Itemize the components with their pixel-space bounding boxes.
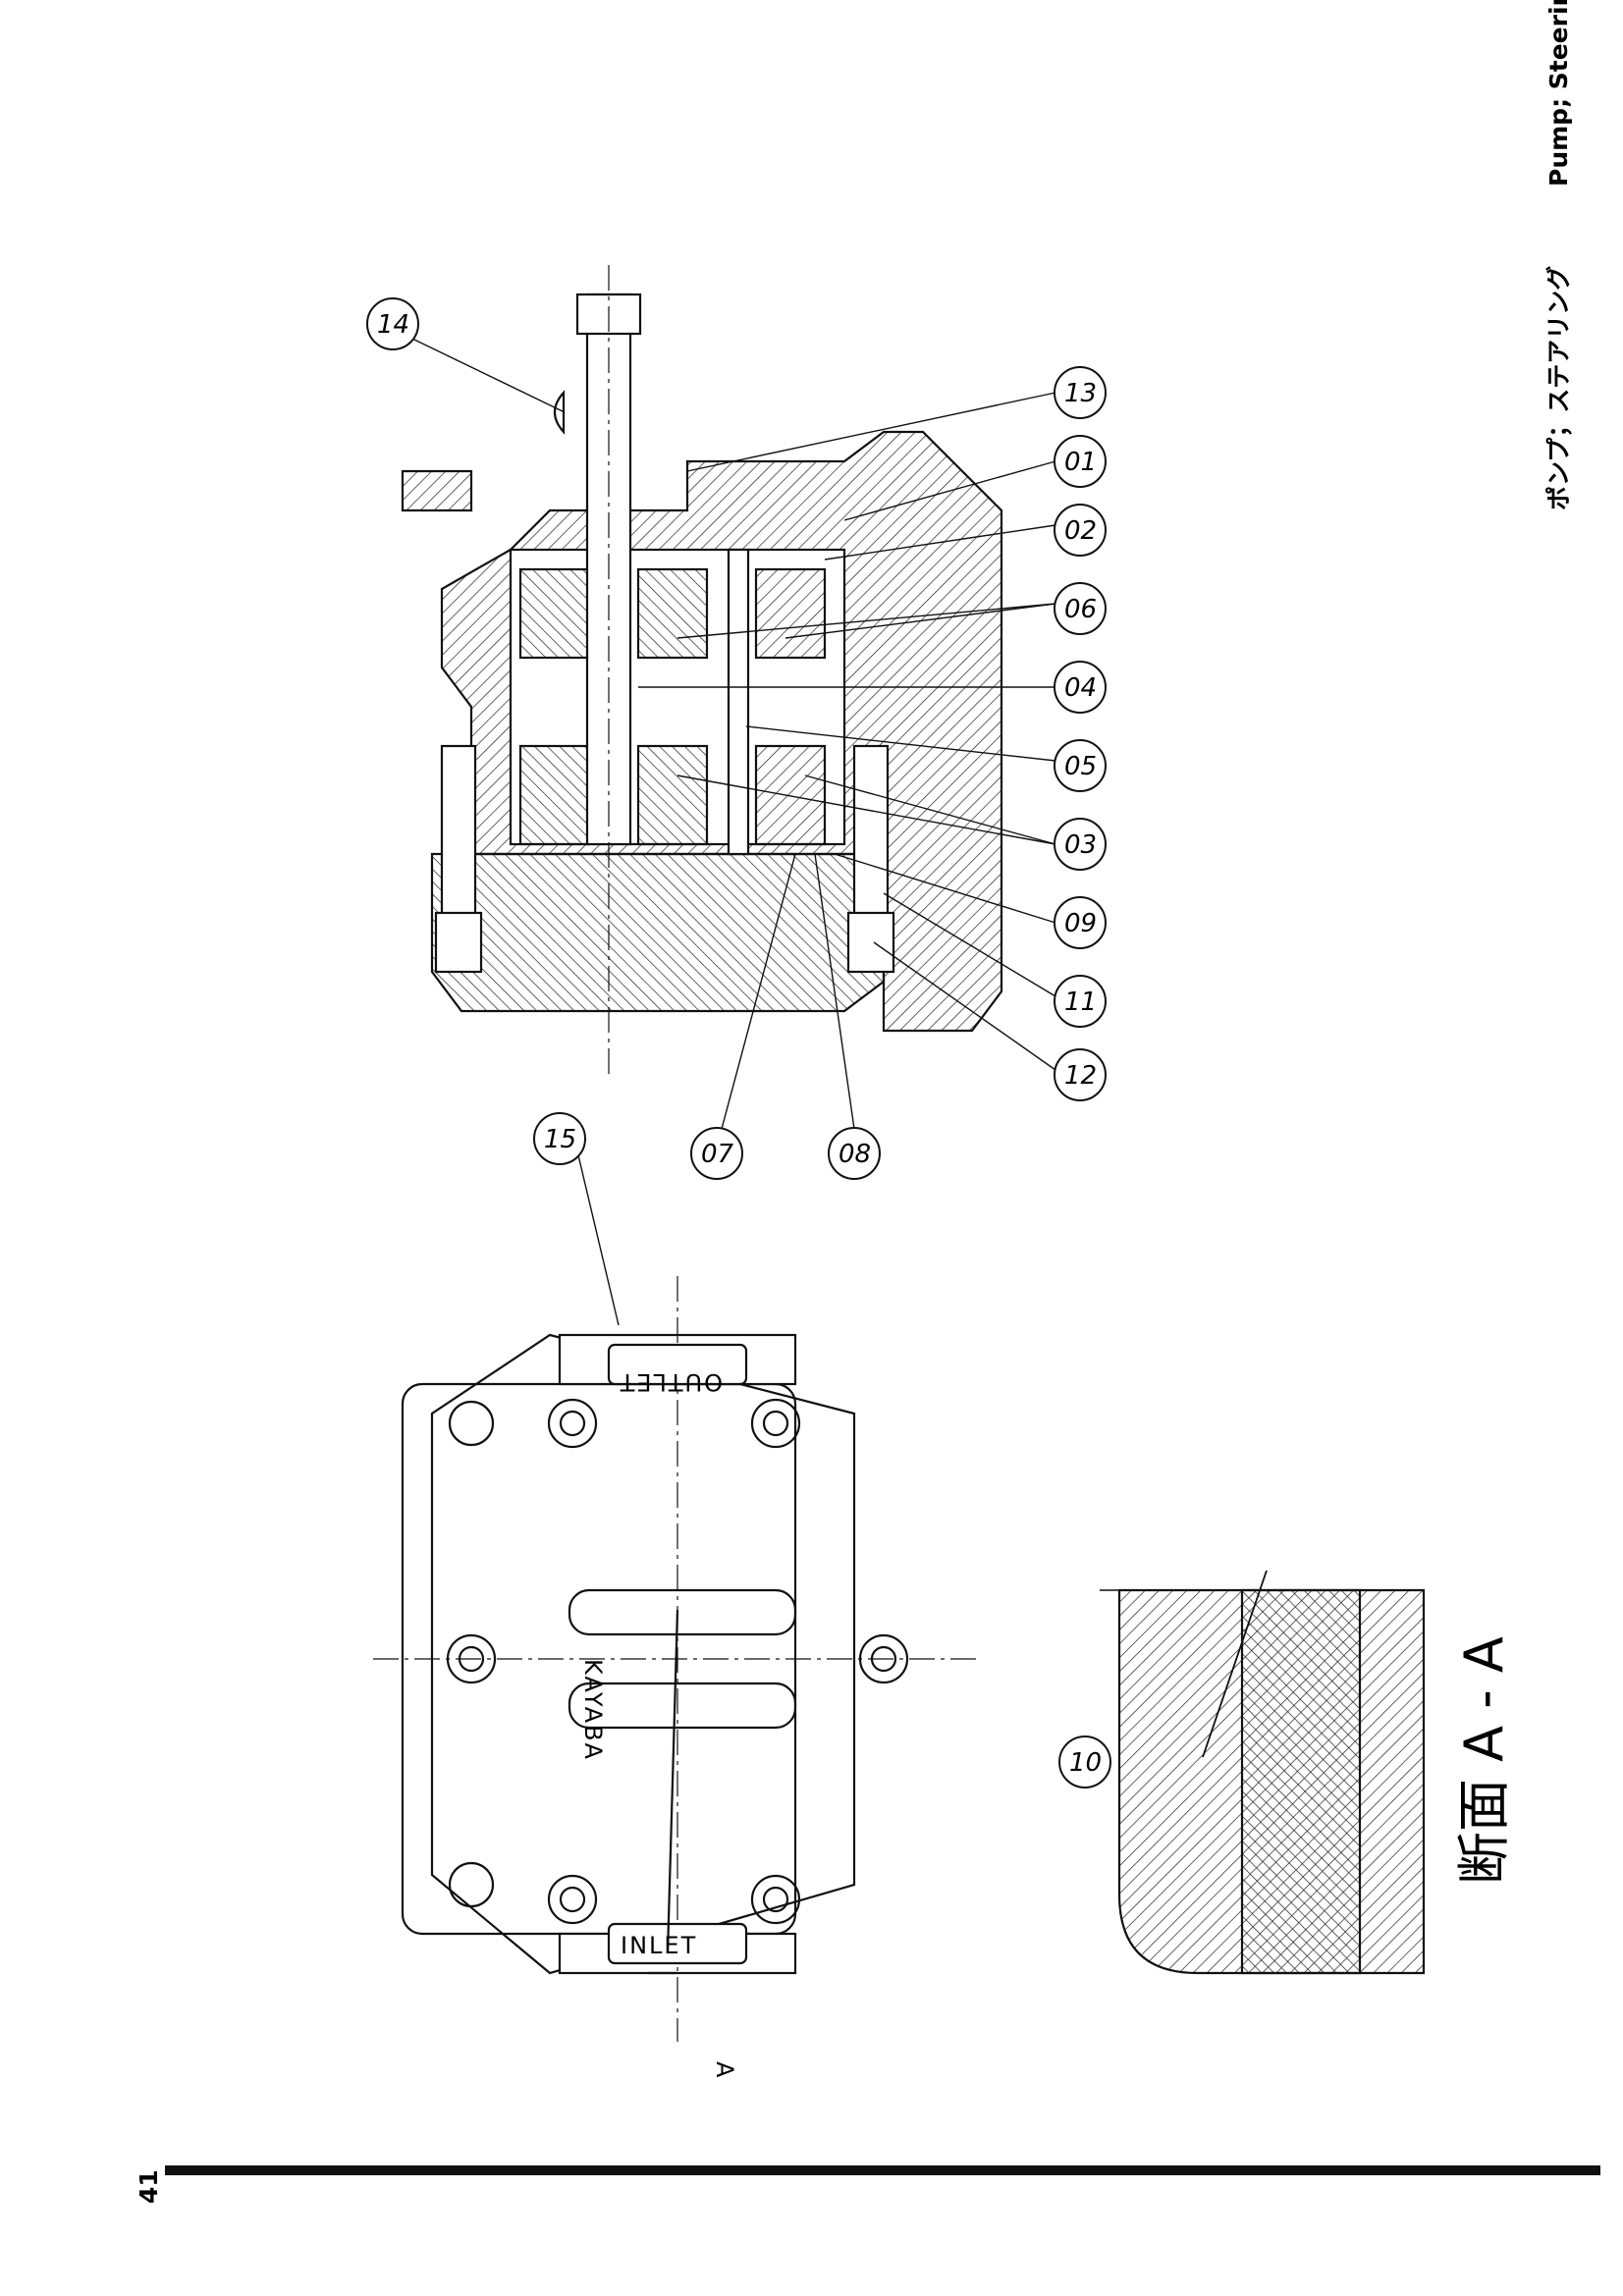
brand-label: KAYABA (579, 1659, 607, 1761)
balloon-11: 11 (1054, 975, 1107, 1028)
svg-text:14: 14 (377, 310, 409, 340)
balloon-14: 14 (366, 297, 419, 350)
section-marker: A (711, 2061, 738, 2079)
svg-text:01: 01 (1064, 448, 1097, 477)
svg-text:15: 15 (544, 1125, 576, 1154)
svg-text:10: 10 (1069, 1748, 1102, 1778)
svg-text:12: 12 (1064, 1061, 1097, 1091)
inlet-label: INLET (621, 1932, 697, 1959)
svg-text:09: 09 (1064, 909, 1097, 938)
svg-text:08: 08 (839, 1140, 871, 1169)
balloon-10: 10 (1058, 1735, 1111, 1789)
svg-text:05: 05 (1064, 752, 1097, 781)
balloon-03: 03 (1054, 818, 1107, 871)
header-title-en: Pump; Steering (1544, 0, 1573, 187)
balloon-09: 09 (1054, 896, 1107, 949)
svg-text:13: 13 (1064, 379, 1097, 408)
svg-text:03: 03 (1064, 830, 1097, 860)
header: ポンプ；ステアリング Pump; Steering (1544, 0, 1573, 510)
balloon-08: 08 (828, 1127, 881, 1180)
balloon-15: 15 (533, 1112, 586, 1165)
svg-text:06: 06 (1064, 595, 1097, 624)
balloon-02: 02 (1054, 504, 1107, 557)
balloon-04: 04 (1054, 661, 1107, 714)
balloon-13: 13 (1054, 366, 1107, 419)
balloon-05: 05 (1054, 739, 1107, 792)
front-view (373, 1276, 982, 2042)
footer-rule (165, 2165, 1600, 2175)
balloon-07: 07 (690, 1127, 743, 1180)
balloon-06: 06 (1054, 582, 1107, 635)
svg-text:11: 11 (1064, 988, 1097, 1017)
balloons: 14 13 01 02 06 04 05 03 09 11 12 07 08 1… (366, 297, 1111, 1789)
svg-text:04: 04 (1064, 673, 1097, 703)
balloon-01: 01 (1054, 435, 1107, 488)
page-number: 41 (135, 2169, 163, 2204)
header-title-jp: ポンプ；ステアリング (1544, 266, 1573, 510)
section-title: 断面 A - A (1453, 1636, 1515, 1885)
balloon-12: 12 (1054, 1048, 1107, 1101)
svg-text:02: 02 (1064, 516, 1097, 546)
svg-text:07: 07 (701, 1140, 734, 1169)
leader-lines (411, 338, 1056, 1326)
detail-view (1100, 1570, 1426, 1975)
outlet-label: OUTLET (619, 1368, 723, 1396)
cross-section-view (401, 265, 1003, 1080)
